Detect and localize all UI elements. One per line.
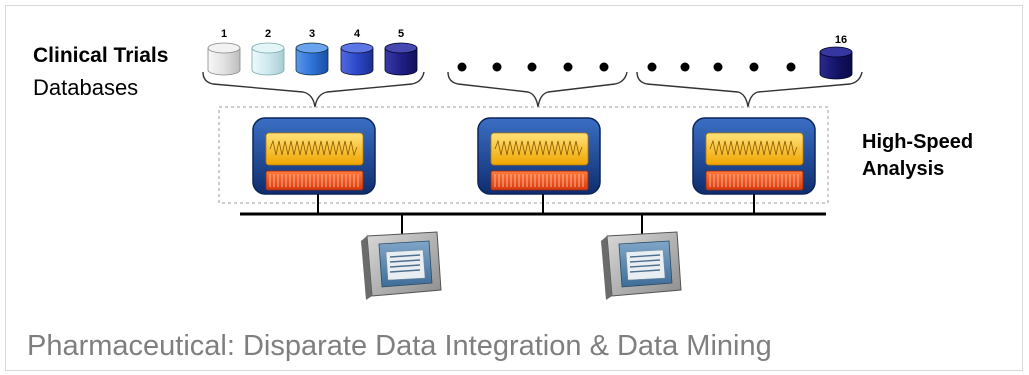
brace-2	[447, 71, 628, 108]
workstation-1-icon	[361, 231, 442, 300]
database-16-icon	[819, 46, 853, 80]
db-label-5: 5	[398, 28, 404, 40]
ellipsis-dots-group-2	[647, 62, 796, 72]
database-2-icon	[251, 42, 285, 76]
db-label-4: 4	[354, 28, 361, 40]
brace-1	[202, 71, 425, 108]
database-5-icon	[384, 42, 418, 76]
databases-subtitle: Databases	[33, 75, 139, 100]
db-label-16: 16	[835, 34, 847, 46]
brace-connectors	[202, 71, 863, 108]
slide-caption: Pharmaceutical: Disparate Data Integrati…	[27, 330, 772, 362]
analysis-title: Analysis	[862, 158, 945, 180]
network-bus	[240, 194, 826, 234]
server-1-icon	[252, 117, 376, 195]
db-label-3: 3	[309, 28, 315, 40]
db-label-2: 2	[265, 28, 271, 40]
db-label-1: 1	[221, 28, 227, 40]
server-2-icon	[477, 117, 601, 195]
high-speed-analysis-region	[218, 106, 829, 204]
database-4-icon	[340, 42, 374, 76]
high-speed-title: High-Speed	[862, 131, 974, 153]
ellipsis-dots-group-1	[457, 62, 609, 72]
database-3-icon	[295, 42, 329, 76]
workstation-2-icon	[601, 231, 682, 300]
server-3-icon	[692, 117, 816, 195]
database-1-icon	[207, 42, 241, 76]
clinical-trials-title: Clinical Trials	[33, 44, 169, 67]
